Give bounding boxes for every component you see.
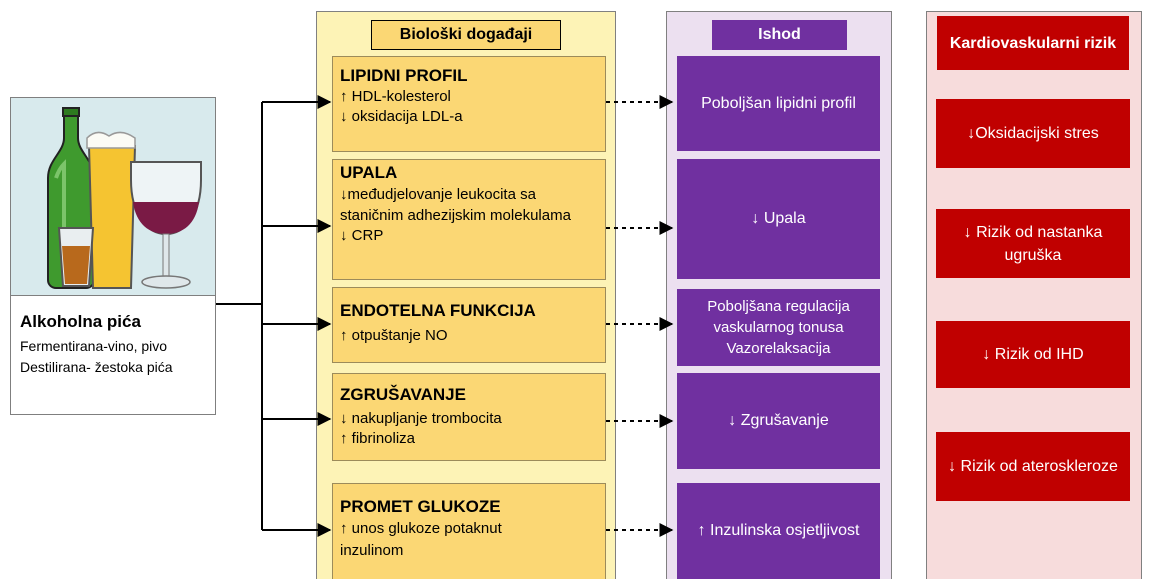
drinks-icon bbox=[47, 107, 203, 289]
source-line-fermented: Fermentirana-vino, pivo bbox=[20, 338, 168, 354]
alcoholic-drinks-box: Alkoholna pića Fermentirana-vino, pivo D… bbox=[10, 97, 216, 415]
event-line: ↑ HDL-kolesterol bbox=[340, 88, 451, 105]
risk-header: Kardiovaskularni rizik bbox=[937, 16, 1129, 70]
events-header: Biološki događaji bbox=[371, 20, 561, 50]
event-lipid-profile: LIPIDNI PROFIL ↑ HDL-kolesterol ↓ oksida… bbox=[332, 56, 606, 152]
outcome-lipid-profile: Poboljšan lipidni profil bbox=[677, 56, 880, 151]
event-title: UPALA bbox=[340, 163, 398, 182]
risk-atherosclerosis: ↓ Rizik od ateroskleroze bbox=[936, 432, 1130, 501]
outcome-insulin-sensitivity: ↑ Inzulinska osjetljivost bbox=[677, 483, 880, 579]
risk-clot-formation: ↓ Rizik od nastanka ugruška bbox=[936, 209, 1130, 278]
outcome-header: Ishod bbox=[712, 20, 847, 50]
event-title: PROMET GLUKOZE bbox=[340, 497, 501, 516]
event-line: ↓ oksidacija LDL-a bbox=[340, 108, 463, 125]
event-line: ↑ otpuštanje NO bbox=[340, 327, 448, 344]
event-line: ↓ CRP bbox=[340, 227, 384, 244]
drinks-illustration bbox=[11, 98, 215, 296]
source-title: Alkoholna pića bbox=[20, 312, 141, 331]
risk-ihd: ↓ Rizik od IHD bbox=[936, 321, 1130, 388]
outcome-coagulation: ↓ Zgrušavanje bbox=[677, 373, 880, 469]
event-inflammation: UPALA ↓međudjelovanje leukocita sa stani… bbox=[332, 159, 606, 280]
event-glucose-metabolism: PROMET GLUKOZE ↑ unos glukoze potaknut i… bbox=[332, 483, 606, 579]
event-line: ↓ nakupljanje trombocita bbox=[340, 410, 502, 427]
event-coagulation: ZGRUŠAVANJE ↓ nakupljanje trombocita ↑ f… bbox=[332, 373, 606, 461]
event-line: ↑ unos glukoze potaknut inzulinom bbox=[340, 520, 502, 559]
source-line-distilled: Destilirana- žestoka pića bbox=[20, 359, 173, 375]
risk-oxidative-stress: ↓Oksidacijski stres bbox=[936, 99, 1130, 168]
event-title: ENDOTELNA FUNKCIJA bbox=[340, 301, 536, 320]
event-title: LIPIDNI PROFIL bbox=[340, 66, 468, 85]
event-line: ↑ fibrinoliza bbox=[340, 430, 416, 447]
event-title: ZGRUŠAVANJE bbox=[340, 385, 466, 404]
event-endothelial-function: ENDOTELNA FUNKCIJA ↑ otpuštanje NO bbox=[332, 287, 606, 363]
event-line: ↓međudjelovanje leukocita sa staničnim a… bbox=[340, 186, 571, 224]
outcome-inflammation: ↓ Upala bbox=[677, 159, 880, 279]
outcome-vascular-tone: Poboljšana regulacija vaskularnog tonusa… bbox=[677, 289, 880, 366]
